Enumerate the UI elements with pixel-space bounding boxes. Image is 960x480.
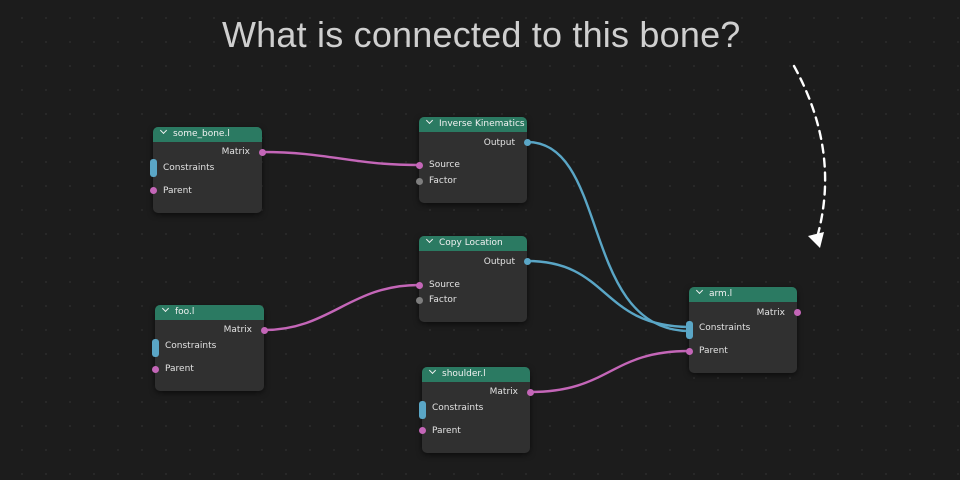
node-shoulder[interactable]: shoulder.l Matrix Constraints Parent — [419, 366, 534, 453]
output-label: Matrix — [221, 147, 250, 157]
factor-input-socket[interactable] — [416, 178, 423, 185]
output-label: Output — [483, 138, 515, 148]
node-copy-location[interactable]: Copy Location Output Source Factor — [416, 235, 531, 322]
input-label: Constraints — [432, 403, 484, 413]
output-socket[interactable] — [524, 139, 531, 146]
node-title: Copy Location — [439, 238, 503, 248]
matrix-output-socket[interactable] — [259, 149, 266, 156]
node-foo[interactable]: foo.l Matrix Constraints Parent — [152, 304, 268, 391]
chevron-down-icon[interactable] — [159, 126, 168, 135]
chevron-down-icon[interactable] — [428, 366, 437, 375]
chevron-down-icon[interactable] — [695, 286, 704, 295]
matrix-output-socket[interactable] — [794, 309, 801, 316]
node-title: shoulder.l — [442, 369, 486, 379]
parent-input-socket[interactable] — [152, 366, 159, 373]
node-header[interactable]: foo.l — [155, 304, 264, 320]
link-copy-location-to-arm-constraints[interactable] — [525, 259, 691, 329]
input-label: Constraints — [163, 163, 215, 173]
input-label: Factor — [429, 295, 457, 305]
annotation-arrow-head — [808, 232, 824, 248]
input-label: Constraints — [699, 323, 751, 333]
constraints-input-socket[interactable] — [150, 159, 157, 177]
link-some-bone-to-ik[interactable] — [260, 150, 421, 167]
constraints-input-socket[interactable] — [419, 401, 426, 419]
headline: What is connected to this bone? — [222, 14, 741, 55]
chevron-down-icon[interactable] — [161, 304, 170, 313]
chevron-down-icon[interactable] — [425, 116, 434, 125]
output-label: Output — [483, 257, 515, 267]
parent-input-socket[interactable] — [150, 187, 157, 194]
source-input-socket[interactable] — [416, 282, 423, 289]
annotation-arrow-shaft — [792, 64, 827, 236]
input-label: Parent — [165, 364, 194, 374]
parent-input-socket[interactable] — [419, 427, 426, 434]
matrix-output-socket[interactable] — [527, 389, 534, 396]
source-input-socket[interactable] — [416, 162, 423, 169]
output-label: Matrix — [223, 325, 252, 335]
link-shoulder-to-arm-parent[interactable] — [528, 349, 691, 394]
factor-input-socket[interactable] — [416, 297, 423, 304]
node-some-bone[interactable]: some_bone.l Matrix Constraints Parent — [150, 126, 266, 213]
node-header[interactable]: Inverse Kinematics — [419, 116, 527, 132]
input-label: Parent — [699, 346, 728, 356]
node-arm[interactable]: arm.l Matrix Constraints Parent — [686, 286, 801, 373]
input-label: Constraints — [165, 341, 217, 351]
output-label: Matrix — [489, 387, 518, 397]
matrix-output-socket[interactable] — [261, 327, 268, 334]
constraints-input-socket[interactable] — [686, 321, 693, 339]
link-foo-to-copy-location[interactable] — [262, 283, 421, 332]
input-label: Source — [429, 160, 460, 170]
input-label: Source — [429, 280, 460, 290]
node-title: arm.l — [709, 289, 733, 299]
node-header[interactable]: arm.l — [689, 286, 797, 302]
node-title: some_bone.l — [173, 129, 230, 139]
node-title: foo.l — [175, 307, 195, 317]
input-label: Parent — [163, 186, 192, 196]
constraints-input-socket[interactable] — [152, 339, 159, 357]
node-header[interactable]: shoulder.l — [422, 366, 530, 382]
node-header[interactable]: some_bone.l — [153, 126, 262, 142]
input-label: Factor — [429, 176, 457, 186]
output-socket[interactable] — [524, 258, 531, 265]
link-ik-to-arm-constraints[interactable] — [525, 140, 691, 333]
parent-input-socket[interactable] — [686, 348, 693, 355]
output-label: Matrix — [756, 308, 785, 318]
node-inverse-kinematics[interactable]: Inverse Kinematics Output Source Factor — [416, 116, 531, 203]
input-label: Parent — [432, 426, 461, 436]
node-header[interactable]: Copy Location — [419, 235, 527, 251]
chevron-down-icon[interactable] — [425, 235, 434, 244]
node-title: Inverse Kinematics — [439, 119, 525, 129]
